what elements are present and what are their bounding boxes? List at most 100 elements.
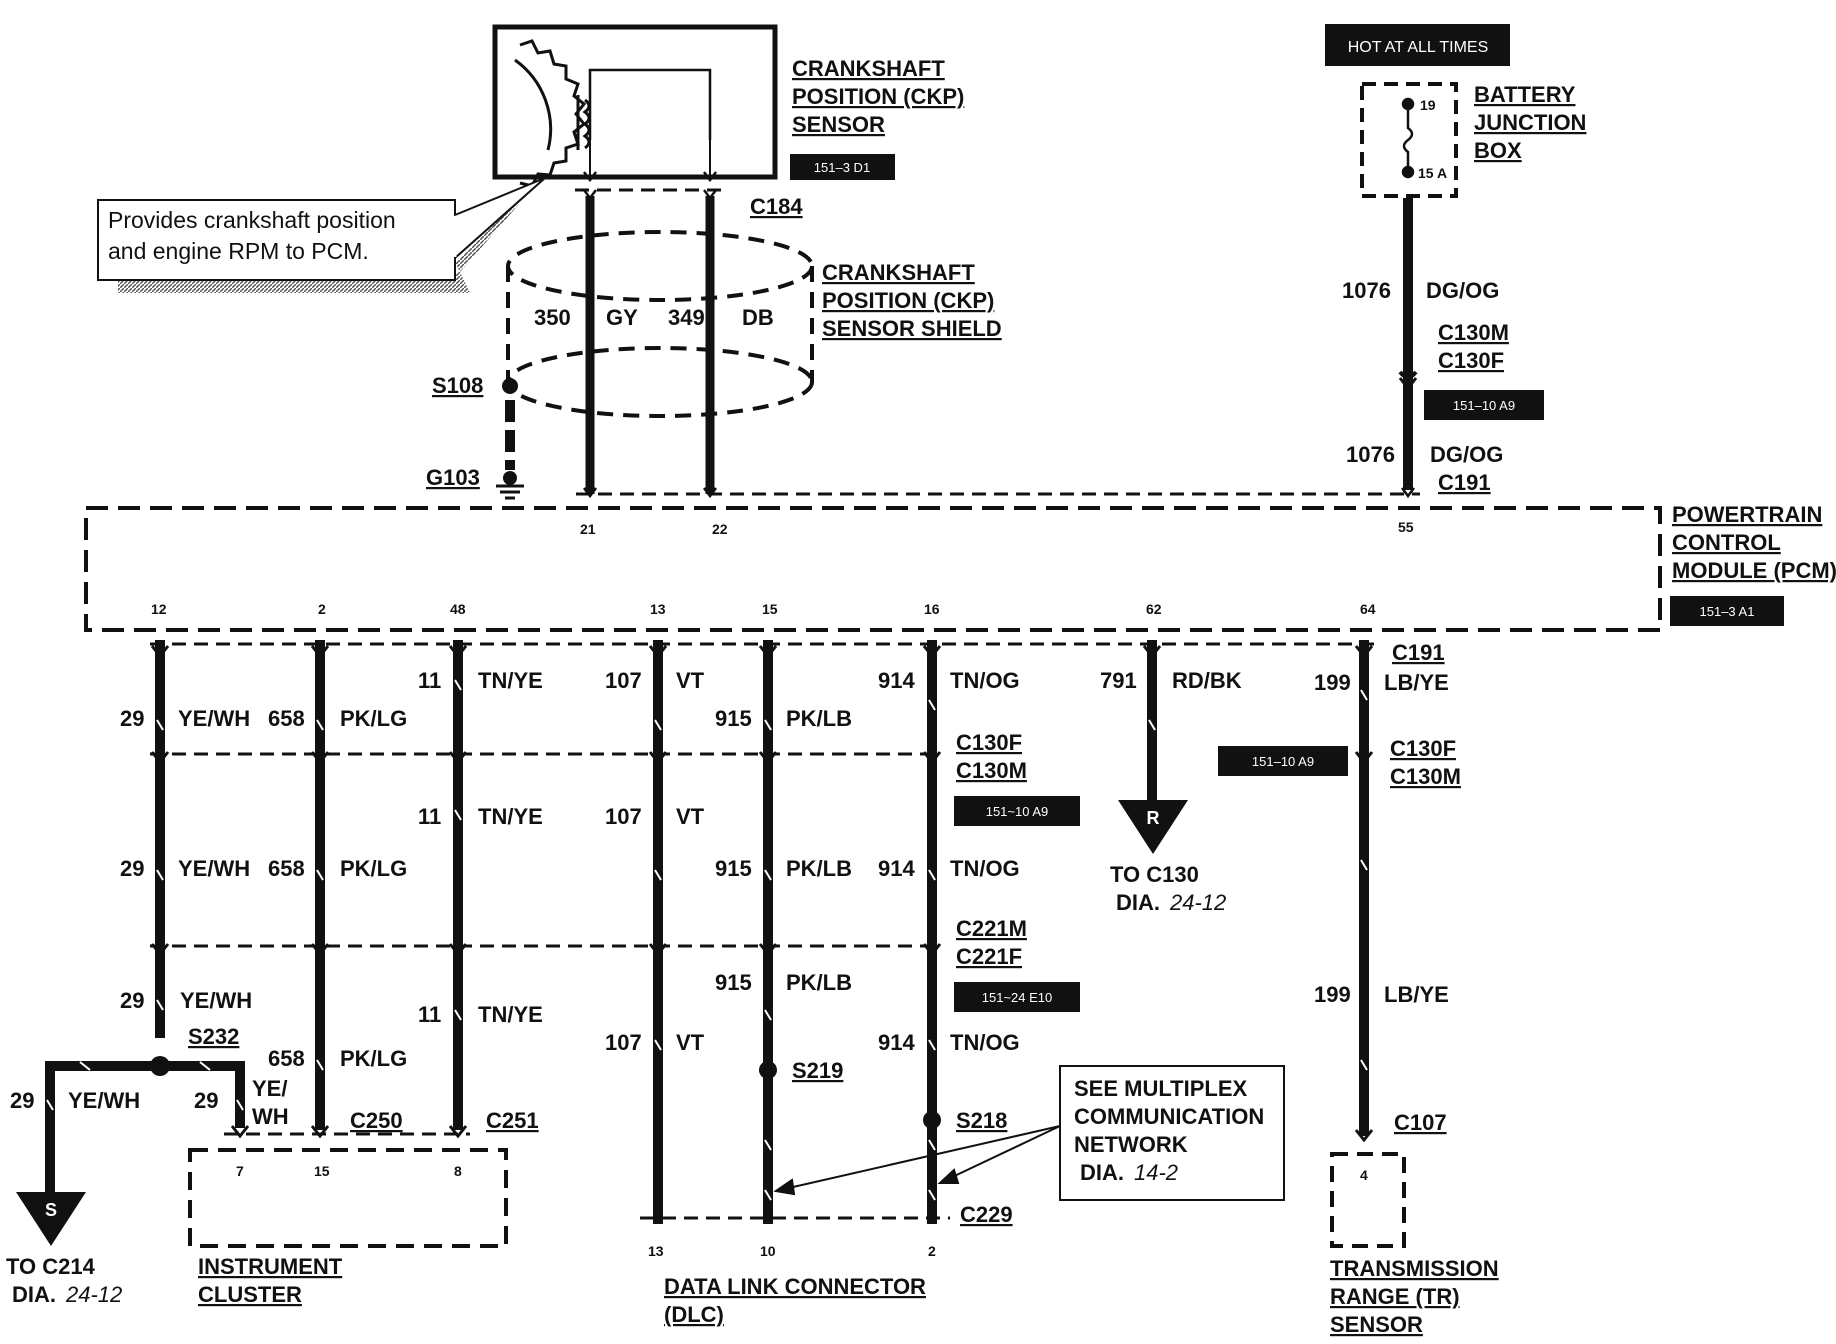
wire-350-circuit: 350 <box>534 305 571 330</box>
pcm-pin-62: 62 <box>1146 601 1162 617</box>
ckp-ref: 151–3 D1 <box>814 160 870 175</box>
wire-29-branch-left <box>45 1061 160 1230</box>
pcm-pin-22: 22 <box>712 521 728 537</box>
to-c214-dia: 24-12 <box>65 1282 122 1307</box>
w914-circuit-3: 914 <box>878 1030 915 1055</box>
ic-name-2: CLUSTER <box>198 1282 302 1307</box>
w914-circuit-1: 914 <box>878 668 915 693</box>
w29-circuit-2: 29 <box>120 856 144 881</box>
w29-circuit-left: 29 <box>10 1088 34 1113</box>
multiplex-dia: 14-2 <box>1134 1160 1178 1185</box>
to-c130-dia-prefix: DIA. <box>1116 890 1160 915</box>
c221-ref-badge <box>954 982 1080 1012</box>
c107-label: C107 <box>1394 1110 1447 1135</box>
w915-color-3: PK/LB <box>786 970 852 995</box>
w11-color-3: TN/YE <box>478 1002 543 1027</box>
c130m-top: C130M <box>1438 320 1509 345</box>
c130f-right: C130F <box>1390 736 1456 761</box>
w915-circuit-3: 915 <box>715 970 752 995</box>
fuse-icon <box>1401 97 1415 179</box>
pcm-name-2: CONTROL <box>1672 530 1781 555</box>
wire-1076-circuit-top: 1076 <box>1342 278 1391 303</box>
ic-name-1: INSTRUMENT <box>198 1254 343 1279</box>
wire-1076-color-top: DG/OG <box>1426 278 1499 303</box>
pcm-name-1: POWERTRAIN <box>1672 502 1822 527</box>
w29-color-right-2: WH <box>252 1104 289 1129</box>
w29-color-left: YE/WH <box>68 1088 140 1113</box>
wire-349-color: DB <box>742 305 774 330</box>
w11-circuit-2: 11 <box>418 804 441 829</box>
c130m-right: C130M <box>1390 764 1461 789</box>
s219-label: S219 <box>792 1058 843 1083</box>
w914-color-3: TN/OG <box>950 1030 1020 1055</box>
s218-splice <box>923 1111 941 1129</box>
c184-label: C184 <box>750 194 803 219</box>
battery-junction-box <box>1360 82 1458 198</box>
shield-name-1: CRANKSHAFT <box>822 260 975 285</box>
multiplex-line-2: COMMUNICATION <box>1074 1104 1264 1129</box>
tr-name-2: RANGE (TR) <box>1330 1284 1460 1309</box>
w658-color-3: PK/LG <box>340 1046 407 1071</box>
multiplex-dia-prefix: DIA. <box>1080 1160 1124 1185</box>
multiplex-line-3: NETWORK <box>1074 1132 1188 1157</box>
w107-circuit-2: 107 <box>605 804 642 829</box>
w915-circuit-2: 915 <box>715 856 752 881</box>
pcm-pin-21: 21 <box>580 521 596 537</box>
wire-350-color: GY <box>606 305 638 330</box>
ckp-sensor-name-2: POSITION (CKP) <box>792 84 964 109</box>
bjb-name-1: BATTERY <box>1474 82 1576 107</box>
shield-name-2: POSITION (CKP) <box>822 288 994 313</box>
w199-circuit-1: 199 <box>1314 670 1351 695</box>
multiplex-line-1: SEE MULTIPLEX <box>1074 1076 1247 1101</box>
bjb-name-2: JUNCTION <box>1474 110 1586 135</box>
w29-circuit-1: 29 <box>120 706 144 731</box>
wire-1076-circuit-bottom: 1076 <box>1346 442 1395 467</box>
ckp-ref-badge <box>790 154 895 180</box>
ckp-note-callout <box>97 177 546 293</box>
w107-color-1: VT <box>676 668 705 693</box>
gear-icon <box>514 39 591 188</box>
s218-label: S218 <box>956 1108 1007 1133</box>
s232-label: S232 <box>188 1024 239 1049</box>
pcm-pin-12: 12 <box>151 601 167 617</box>
pcm-ref-badge <box>1670 596 1784 626</box>
s-connector-letter: S <box>45 1200 57 1220</box>
pcm-name-3: MODULE (PCM) <box>1672 558 1836 583</box>
tr-pin-4: 4 <box>1360 1167 1368 1183</box>
ckp-sensor <box>492 24 778 188</box>
fuse-number: 19 <box>1420 97 1436 113</box>
ic-pin-15: 15 <box>314 1163 330 1179</box>
w11-circuit-3: 11 <box>418 1002 441 1027</box>
c130f-top: C130F <box>1438 348 1504 373</box>
to-c130-label: TO C130 <box>1110 862 1199 887</box>
w914-circuit-2: 914 <box>878 856 915 881</box>
c221-ref: 151~24 E10 <box>982 990 1052 1005</box>
wire-ticks <box>156 679 1368 1201</box>
c130-right-ref-badge <box>1218 746 1348 776</box>
c251-label: C251 <box>486 1108 539 1133</box>
s-connector-triangle <box>16 1192 86 1246</box>
w914-color-2: TN/OG <box>950 856 1020 881</box>
ckp-sensor-name-3: SENSOR <box>792 112 885 137</box>
battery-ref: 151–10 A9 <box>1453 398 1515 413</box>
to-c214-label: TO C214 <box>6 1254 96 1279</box>
pcm-pin-55: 55 <box>1398 519 1414 535</box>
ckp-sensor-name-1: CRANKSHAFT <box>792 56 945 81</box>
pcm-output-wires <box>155 640 1369 1224</box>
w199-color-1: LB/YE <box>1384 670 1449 695</box>
dlc-pin-2: 2 <box>928 1243 936 1259</box>
tr-sensor-box <box>1330 1152 1406 1248</box>
c130-ref: 151~10 A9 <box>986 804 1049 819</box>
hot-at-all-times-badge <box>1325 24 1510 66</box>
connector-arrows <box>150 645 1374 957</box>
hot-at-all-times: HOT AT ALL TIMES <box>1348 39 1489 56</box>
instrument-cluster-box <box>188 1148 508 1248</box>
w11-circuit-1: 11 <box>418 668 441 693</box>
to-c214-dia-prefix: DIA. <box>12 1282 56 1307</box>
g103-label: G103 <box>426 465 480 490</box>
r-connector-letter: R <box>1147 808 1160 828</box>
w29-circuit-right: 29 <box>194 1088 218 1113</box>
pcm-pin-15: 15 <box>762 601 778 617</box>
w107-color-3: VT <box>676 1030 705 1055</box>
w658-circuit-3: 658 <box>268 1046 305 1071</box>
